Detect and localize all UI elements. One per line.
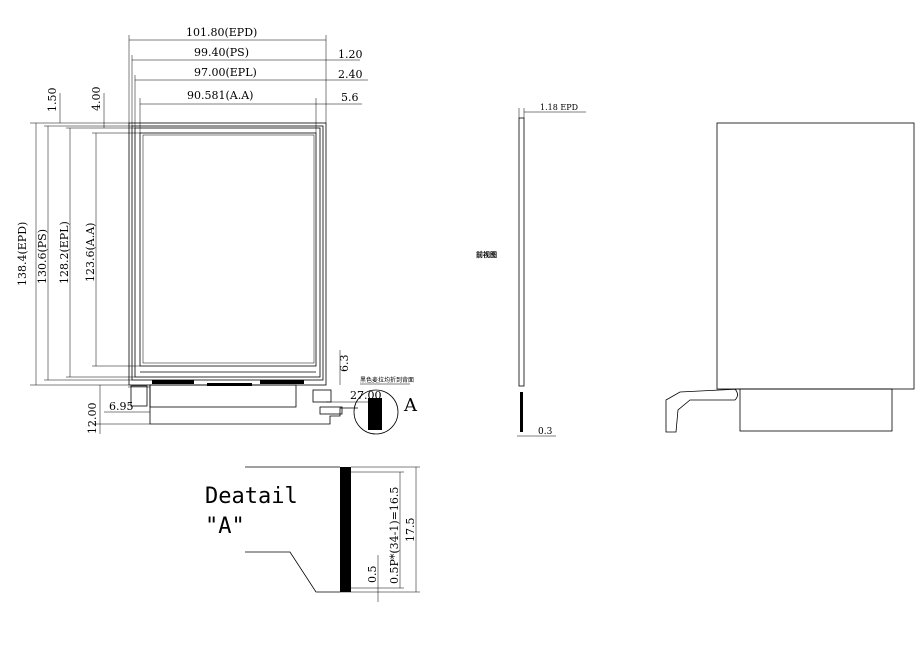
fpc-stub-left xyxy=(130,385,148,407)
fpc-connector-small xyxy=(319,406,343,415)
label-pitch-formula: 0.5P*(34-1)=16.5 xyxy=(388,487,401,584)
back-panel xyxy=(716,122,915,390)
back-board xyxy=(739,388,893,432)
label-total: 17.5 xyxy=(404,518,417,543)
label-fpc-offset: 27.00 xyxy=(350,389,382,402)
label-aa-width: 90.581(A.A) xyxy=(187,89,253,102)
label-epd-width: 101.80(EPD) xyxy=(186,26,257,39)
label-thickness-epd: 1.18 EPD xyxy=(540,103,578,112)
back-view xyxy=(665,122,915,433)
back-fpc xyxy=(665,388,741,433)
label-pitch: 0.5 xyxy=(366,566,379,584)
connector-pad-left xyxy=(152,380,194,384)
label-ps-width: 99.40(PS) xyxy=(194,46,249,59)
label-epd-height: 138.4(EPD) xyxy=(16,222,29,286)
epl-outline xyxy=(134,127,321,378)
fpc-connector-box xyxy=(312,389,332,403)
label-ps-height: 130.6(PS) xyxy=(36,229,49,284)
detail-a-fpc xyxy=(368,398,382,430)
label-right-1: 1.20 xyxy=(338,48,363,61)
detail-contacts xyxy=(340,467,351,592)
label-left-offset: 6.95 xyxy=(109,400,134,413)
label-epl-width: 97.00(EPL) xyxy=(194,66,257,79)
detail-a-marker: A xyxy=(403,395,418,416)
label-epl-height: 128.2(EPL) xyxy=(58,221,71,284)
label-right-2: 2.40 xyxy=(338,68,363,81)
label-fpc-height: 6.3 xyxy=(338,355,351,373)
front-view: 101.80(EPD) 99.40(PS) 1.20 97.00(EPL) 2.… xyxy=(16,26,418,435)
side-panel xyxy=(518,117,525,387)
label-front-view: 前视图 xyxy=(476,250,497,259)
side-fpc xyxy=(520,392,523,432)
fpc-board xyxy=(149,385,358,425)
label-top-offset-2: 4.00 xyxy=(90,87,103,112)
side-view: 1.18 EPD 0.3 前视图 xyxy=(476,103,586,437)
note-black-mylar: 黑色麦拉均折到背面 xyxy=(360,376,414,384)
epd-outline xyxy=(128,122,327,386)
connector-pad-right xyxy=(260,380,304,384)
label-bottom-offset: 12.00 xyxy=(86,403,99,435)
label-fpc-thickness: 0.3 xyxy=(538,427,553,437)
active-area-inner xyxy=(142,134,315,364)
detail-fpc-bottom-edge xyxy=(245,551,340,593)
fpc-bracket xyxy=(149,384,297,408)
label-top-offset-1: 1.50 xyxy=(46,88,59,113)
ps-outline xyxy=(131,125,324,381)
connector-pad-mid xyxy=(207,383,252,386)
detail-title-line2: "A" xyxy=(205,514,245,539)
detail-a-view: Deatail "A" 0.5 0.5P*(34-1)=16.5 17.5 xyxy=(205,466,420,602)
active-area xyxy=(139,132,317,367)
label-aa-height: 123.6(A.A) xyxy=(84,223,97,282)
detail-title-line1: Deatail xyxy=(205,484,298,509)
label-right-3: 5.6 xyxy=(341,91,359,104)
detail-a-circle xyxy=(353,389,399,435)
